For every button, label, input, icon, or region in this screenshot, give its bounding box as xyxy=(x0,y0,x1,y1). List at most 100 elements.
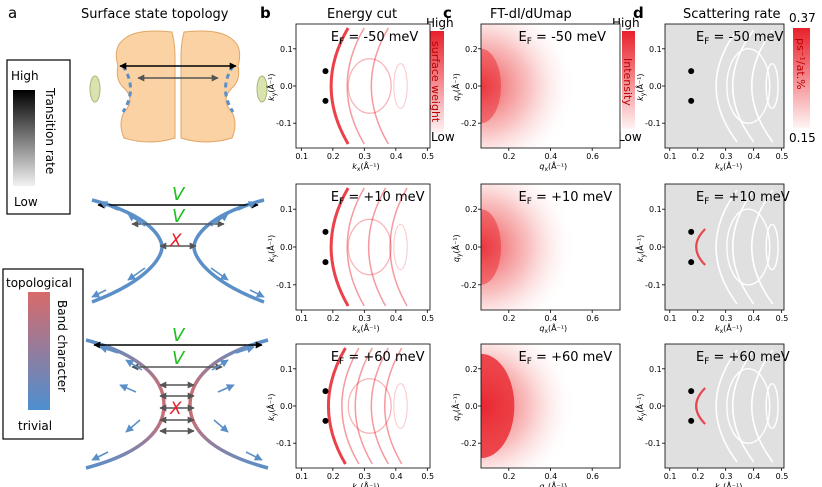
intensity-blob xyxy=(481,184,607,310)
x-tick-label: 0.5 xyxy=(421,314,434,323)
y-tick-label: -0.1 xyxy=(276,281,292,290)
y-axis-label: qy(Å⁻¹) xyxy=(450,73,463,101)
surface-weight-colorbar: High Low surface weight xyxy=(426,16,455,144)
rate-contour xyxy=(731,349,755,463)
surface-weight-low-label: Low xyxy=(431,130,455,144)
x-axis-label: kx(Å⁻¹) xyxy=(352,480,379,487)
y-tick-label: 0.1 xyxy=(280,365,293,374)
x-tick-label: 0.6 xyxy=(586,152,599,161)
y-tick-label: 0.0 xyxy=(649,402,662,411)
scattering-schematic-bottom: V V X xyxy=(85,325,269,470)
y-axis-label: ky(Å⁻¹) xyxy=(265,74,278,101)
x-tick-label: 0.1 xyxy=(295,152,308,161)
x-tick-label: 0.5 xyxy=(776,314,789,323)
dirac-point-dot xyxy=(688,68,695,75)
surface-weight-title: surface weight xyxy=(429,41,442,123)
forbidden-mark: X xyxy=(169,399,182,419)
y-tick-label: -0.1 xyxy=(645,119,661,128)
dirac-point-dot xyxy=(688,228,695,235)
fermi-energy-label: EF = +60 meV xyxy=(331,350,425,367)
x-tick-label: 0.6 xyxy=(586,314,599,323)
x-tick-label: 0.4 xyxy=(748,152,761,161)
x-tick-label: 0.3 xyxy=(720,314,733,323)
dirac-point-dot xyxy=(322,97,329,104)
band-contour xyxy=(370,27,389,145)
y-axis-label: qy(Å⁻¹) xyxy=(450,393,463,421)
x-tick-label: 0.5 xyxy=(776,152,789,161)
fermi-energy-label: EF = -50 meV xyxy=(696,30,784,47)
rate-contour xyxy=(715,349,738,463)
y-tick-label: -0.1 xyxy=(276,119,292,128)
y-tick-label: 0.0 xyxy=(465,243,478,252)
x-tick-label: 0.2 xyxy=(692,472,705,481)
panel-letter-c: c xyxy=(443,4,452,22)
rate-contour xyxy=(726,48,771,124)
x-tick-label: 0.2 xyxy=(327,472,340,481)
x-tick-label: 0.5 xyxy=(421,472,434,481)
x-tick-label: 0.3 xyxy=(358,152,371,161)
transition-rate-title: Transition rate xyxy=(43,87,57,174)
dirac-point-dot xyxy=(322,417,329,424)
intensity-colorbar: High Low Intensity xyxy=(612,16,642,144)
scattering-schematic-middle: V V X xyxy=(91,184,265,304)
band-contour xyxy=(367,187,387,307)
x-tick-label: 0.2 xyxy=(327,152,340,161)
fermi-surface-schematic xyxy=(89,30,268,143)
x-tick-label: 0.2 xyxy=(692,314,705,323)
x-axis-label: qx(Å⁻¹) xyxy=(539,480,567,487)
rate-contour xyxy=(765,382,779,430)
x-tick-label: 0.3 xyxy=(720,472,733,481)
header-scattering-rate: Scattering rate xyxy=(683,7,781,22)
allowed-mark: V xyxy=(172,184,186,205)
fermi-energy-label: EF = +60 meV xyxy=(519,350,613,367)
map-image xyxy=(481,184,620,310)
x-tick-label: 0.5 xyxy=(421,152,434,161)
dirac-point-dot xyxy=(322,259,329,266)
x-tick-label: 0.5 xyxy=(776,472,789,481)
header-ft-map: FT-dI/dUmap xyxy=(490,7,572,22)
band-character-title: Band character xyxy=(55,300,69,392)
band-contour xyxy=(346,27,365,145)
y-tick-label: 0.1 xyxy=(280,45,293,54)
map-background xyxy=(296,344,430,468)
y-tick-label: 0.0 xyxy=(280,402,293,411)
band-contour xyxy=(354,347,373,465)
x-tick-label: 0.1 xyxy=(295,314,308,323)
rate-contour xyxy=(731,29,755,143)
transition-low-label: Low xyxy=(14,195,38,209)
band-topological-label: topological xyxy=(6,276,72,290)
x-tick-label: 0.4 xyxy=(545,314,558,323)
x-tick-label: 0.4 xyxy=(545,152,558,161)
intensity-blob xyxy=(481,344,607,468)
x-tick-label: 0.4 xyxy=(390,472,403,481)
x-tick-label: 0.3 xyxy=(358,314,371,323)
y-axis-label: ky(Å⁻¹) xyxy=(265,394,278,421)
rate-contour xyxy=(726,208,771,286)
map-image xyxy=(296,24,430,148)
map-background xyxy=(665,184,784,310)
rate-contour xyxy=(750,29,774,143)
x-tick-label: 0.1 xyxy=(664,314,677,323)
x-tick-label: 0.2 xyxy=(503,314,516,323)
rate-contour xyxy=(750,189,774,305)
rate-unit-title: ps⁻¹/at.% xyxy=(794,38,807,90)
surface-weight-high-label: High xyxy=(426,16,454,30)
y-tick-label: 0.1 xyxy=(280,205,293,214)
energy-subplot: EF = +60 meV0.10.20.30.40.50.10.0-0.1kx(… xyxy=(265,343,434,487)
x-tick-label: 0.2 xyxy=(692,152,705,161)
band-contour xyxy=(347,218,392,276)
rate-contour xyxy=(726,368,771,444)
map-image xyxy=(296,344,430,468)
x-tick-label: 0.2 xyxy=(503,472,516,481)
fermi-energy-label: EF = +10 meV xyxy=(519,190,613,207)
allowed-mark: V xyxy=(172,206,186,227)
panel-letter-a: a xyxy=(8,4,17,22)
x-axis-label: qx(Å⁻¹) xyxy=(539,160,567,173)
map-image xyxy=(665,24,784,148)
x-axis-label: kx(Å⁻¹) xyxy=(715,322,742,335)
dirac-point-dot xyxy=(688,259,695,266)
band-contour xyxy=(393,383,408,429)
map-image xyxy=(665,344,784,468)
